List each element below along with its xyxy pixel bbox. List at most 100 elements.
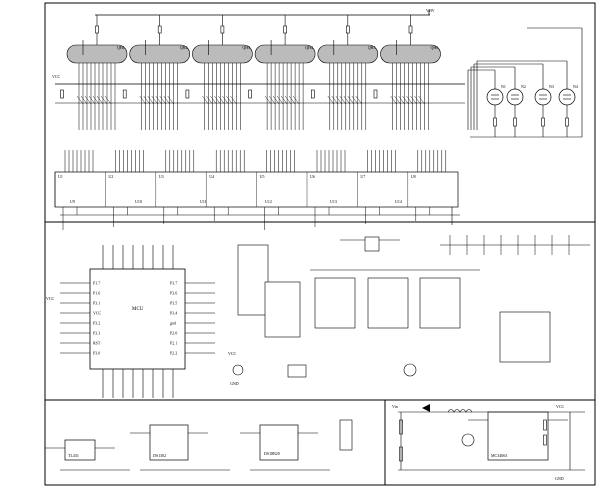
label: QH4: [305, 45, 313, 50]
label: P3.2: [93, 321, 100, 326]
label: P3.6: [170, 291, 177, 296]
resistor: [248, 89, 252, 99]
wire: [76, 95, 84, 105]
label: MC34063: [491, 453, 507, 458]
wire: [414, 95, 421, 105]
wire: [151, 95, 158, 105]
label: U9: [70, 199, 75, 204]
wire: [139, 95, 146, 105]
wire: [335, 95, 342, 105]
label: N4: [573, 84, 578, 89]
wire: [218, 95, 225, 105]
label: P2.0: [170, 331, 177, 336]
label: P3.7: [170, 281, 177, 286]
wire: [347, 95, 354, 105]
wire: [159, 95, 166, 105]
wire: [280, 95, 288, 105]
label: DS18B20: [264, 451, 280, 456]
wire: [147, 95, 154, 105]
label: P3.3: [93, 331, 100, 336]
resistor: [565, 117, 569, 127]
label: VCC: [93, 311, 102, 316]
connector: [364, 236, 380, 252]
wire: [88, 95, 96, 105]
neon-bulb: [486, 88, 504, 106]
label: N1: [501, 84, 506, 89]
wire: [276, 95, 284, 105]
nixie-tube: [317, 44, 379, 64]
transistor: [232, 364, 244, 376]
mcu-chip: [89, 268, 186, 370]
display-driver: [339, 419, 353, 451]
label: P3.5: [170, 301, 177, 306]
neon-bulb: [558, 88, 576, 106]
label: RST: [93, 341, 101, 346]
wire: [398, 95, 405, 105]
wire: [390, 95, 397, 105]
label: VCC: [52, 74, 61, 79]
nixie-tube: [66, 44, 128, 64]
wire: [100, 95, 108, 105]
label: P3.0: [93, 351, 100, 356]
ic-chip: [264, 281, 301, 338]
label: U4: [209, 174, 214, 179]
label: U10: [135, 199, 142, 204]
sensor: [287, 364, 307, 378]
label: U11: [200, 199, 207, 204]
label: U12: [265, 199, 272, 204]
wire: [406, 95, 413, 105]
diode: [422, 404, 430, 412]
wire: [339, 95, 346, 105]
wire: [351, 95, 358, 105]
label: Vin: [392, 404, 398, 409]
neon-bulb: [534, 88, 552, 106]
wire: [206, 95, 213, 105]
label: TL431: [68, 453, 79, 458]
label: VCC: [228, 351, 237, 356]
label: P2.1: [170, 341, 177, 346]
wire: [268, 95, 276, 105]
resistor: [408, 25, 413, 34]
label: P1.7: [93, 281, 100, 286]
label: U1: [58, 174, 63, 179]
label: QH2: [180, 45, 188, 50]
wire: [84, 95, 92, 105]
ic-chip: [367, 277, 409, 329]
wire: [230, 95, 237, 105]
label: QH3: [242, 45, 250, 50]
label: P1.6: [93, 291, 100, 296]
resistor: [95, 25, 99, 34]
wire: [327, 95, 334, 105]
wire: [80, 95, 88, 105]
wire: [402, 95, 409, 105]
label: U2: [108, 174, 113, 179]
wire: [264, 95, 272, 105]
wire: [226, 95, 233, 105]
label: VCC: [46, 296, 55, 301]
neon-bulb: [506, 88, 524, 106]
label: P3.4: [170, 311, 177, 316]
wire: [96, 95, 104, 105]
label: GND: [230, 381, 239, 386]
wire: [155, 95, 162, 105]
resistor: [310, 89, 315, 99]
wire: [284, 95, 292, 105]
wire: [167, 95, 174, 105]
transistor: [461, 433, 475, 447]
ic-chip: [259, 424, 299, 461]
label: N2: [521, 84, 526, 89]
wire: [92, 95, 100, 105]
buzzer: [403, 363, 417, 377]
wire: [343, 95, 350, 105]
wire: [104, 95, 112, 105]
resistor: [513, 117, 517, 127]
label: N3: [549, 84, 554, 89]
label: U5: [260, 174, 265, 179]
wire: [331, 95, 338, 105]
label: U14: [395, 199, 402, 204]
wire: [143, 95, 150, 105]
label: MCU: [132, 307, 144, 312]
